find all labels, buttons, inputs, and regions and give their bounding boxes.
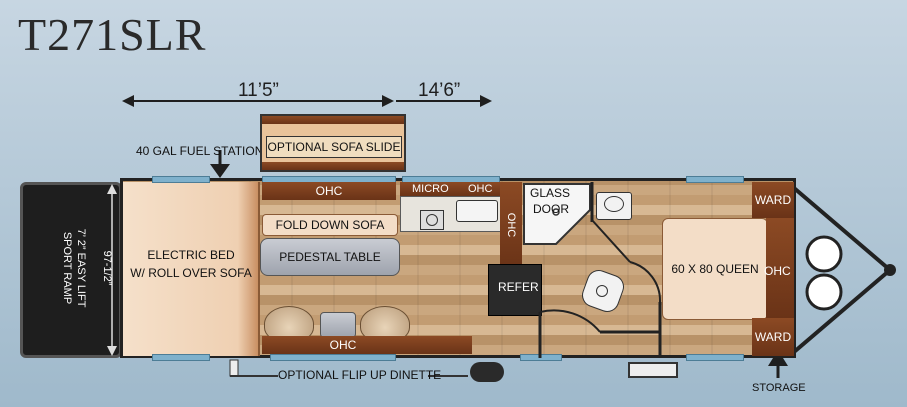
- ohc-bottom: [262, 336, 472, 354]
- end-table: [320, 312, 356, 338]
- glass-door-label-1: GLASS: [530, 186, 571, 200]
- window-dinette: [270, 354, 396, 361]
- pedestal-table-label: PEDESTAL TABLE: [279, 250, 381, 264]
- ohc-bed-label: OHC: [764, 264, 791, 278]
- glass-door-label-2: DOOR: [533, 202, 569, 216]
- queen-bed: 60 X 80 QUEEN: [662, 218, 768, 320]
- window-bedroom-top: [686, 176, 744, 183]
- rear-step: [628, 362, 678, 378]
- fold-down-sofa: FOLD DOWN SOFA: [262, 214, 398, 236]
- rear-dimension-label: 14’6”: [418, 80, 461, 101]
- ramp-label-2: SPORT RAMP: [61, 231, 73, 305]
- flip-dinette-label: OPTIONAL FLIP UP DINETTE: [278, 368, 442, 382]
- sofa-slide-box: OPTIONAL SOFA SLIDE: [260, 114, 406, 172]
- micro-label: MICRO: [412, 183, 449, 195]
- floorplan-title: T271SLR: [18, 9, 207, 60]
- hitch-assembly: [794, 186, 896, 354]
- entry-step: [470, 362, 504, 382]
- kitchen-sink: [456, 200, 498, 222]
- ramp-label-1: 7’ 2” EASY LIFT: [75, 228, 87, 308]
- wardrobe-top: WARD: [752, 182, 794, 218]
- window-front-top: [152, 176, 210, 183]
- electric-bed-label-1: ELECTRIC BED: [147, 248, 235, 262]
- wardrobe-bottom-label: WARD: [754, 330, 792, 344]
- glass-door-shower: [523, 183, 591, 245]
- ohc-vertical: [500, 182, 522, 268]
- fuel-station-label: 40 GAL FUEL STATION: [136, 144, 264, 158]
- window-bedroom-bottom: [686, 354, 744, 361]
- slide-top-trim: [262, 116, 404, 124]
- toilet-drain-icon: [596, 285, 608, 297]
- ohc-bed: [766, 218, 794, 318]
- electric-bed: [123, 182, 260, 356]
- slide-bottom-trim: [262, 162, 404, 170]
- sofa-slide-label-box: OPTIONAL SOFA SLIDE: [266, 136, 402, 158]
- front-dimension-label: 11’5”: [238, 80, 279, 101]
- queen-bed-label: 60 X 80 QUEEN: [671, 262, 759, 276]
- flip-dinette-outline: [229, 359, 468, 377]
- window-front-bottom: [152, 354, 210, 361]
- refrigerator: [488, 264, 542, 316]
- kitchen-ohc-strip: [400, 182, 500, 196]
- sofa-slide-label: OPTIONAL SOFA SLIDE: [267, 140, 401, 154]
- wardrobe-top-label: WARD: [754, 193, 792, 207]
- ohc-top-label: OHC: [315, 184, 343, 198]
- stove-burner-icon: [426, 214, 438, 226]
- wardrobe-bottom: WARD: [752, 318, 794, 356]
- ohc-vertical-label: OHC: [505, 212, 517, 238]
- bathroom-walls: [538, 182, 662, 358]
- ohc-bottom-label: OHC: [329, 338, 357, 352]
- pedestal-table: PEDESTAL TABLE: [260, 238, 400, 276]
- sport-ramp: [20, 182, 122, 358]
- ohc-kitchen-label: OHC: [468, 183, 493, 195]
- refer-label: REFER: [498, 280, 539, 294]
- ramp-width-arrow: [107, 184, 117, 356]
- storage-label: STORAGE: [752, 382, 806, 394]
- ramp-width-label: 97-1/2”: [101, 250, 113, 286]
- ohc-top: OHC: [262, 182, 396, 200]
- fold-down-sofa-label: FOLD DOWN SOFA: [275, 218, 385, 232]
- electric-bed-label-2: W/ ROLL OVER SOFA: [130, 266, 252, 280]
- bath-basin: [604, 196, 624, 212]
